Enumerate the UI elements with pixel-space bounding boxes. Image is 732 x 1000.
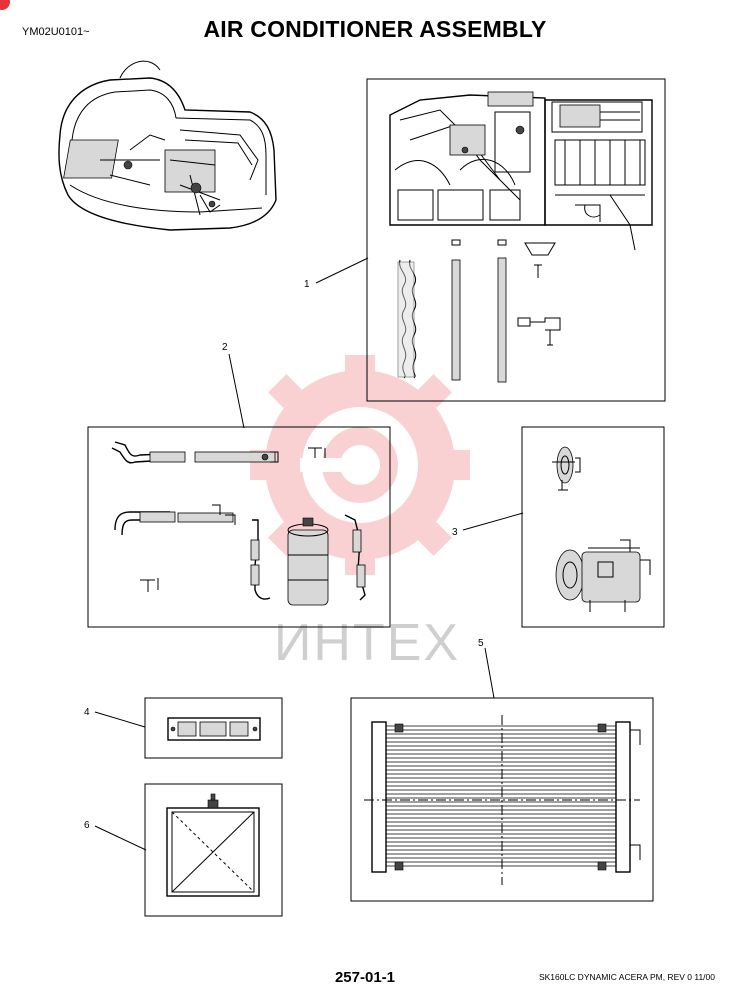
control-panel-drawing	[167, 717, 261, 741]
watermark-text: ИНТЕХ	[274, 614, 460, 672]
callout-3: 3	[452, 527, 458, 538]
compressor-drawing	[552, 446, 651, 612]
callout-5: 5	[478, 638, 484, 649]
document-reference: SK160LC DYNAMIC ACERA PM, REV 0 11/00	[538, 972, 715, 982]
callout-2: 2	[222, 342, 228, 353]
machine-overview-drawing	[58, 60, 277, 231]
callout-4: 4	[84, 707, 90, 718]
filter-drawing	[166, 793, 260, 897]
detail-box-3	[521, 426, 665, 628]
callout-1: 1	[304, 279, 310, 290]
serial-number: YM02U0101~	[22, 26, 90, 38]
callout-6: 6	[84, 820, 90, 831]
page-title: AIR CONDITIONER ASSEMBLY	[203, 16, 547, 42]
page-number: 257-01-1	[334, 969, 396, 986]
detail-box-1	[366, 78, 666, 402]
hvac-unit-drawing	[389, 91, 653, 383]
condenser-drawing	[364, 715, 641, 885]
red-tab-icon	[0, 0, 10, 10]
detail-box-5	[350, 697, 654, 902]
detail-box-2	[87, 426, 391, 628]
detail-box-4	[144, 697, 283, 759]
hose-set-drawing	[111, 441, 366, 606]
